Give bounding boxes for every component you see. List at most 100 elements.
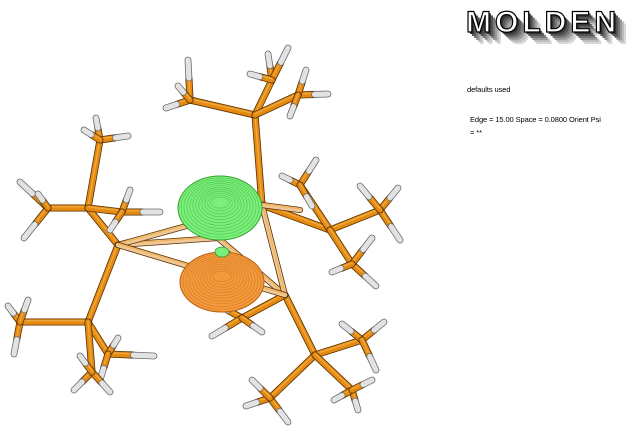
bond-highlight — [329, 228, 353, 264]
svg-text:MOLDEN: MOLDEN — [468, 8, 622, 41]
bond-highlight — [87, 320, 93, 372]
hydrogen-atom — [299, 67, 309, 84]
hydrogen-atom — [163, 101, 180, 111]
hydrogen-atom — [5, 303, 16, 316]
hydrogen-atom — [357, 183, 372, 200]
hydrogen-atom — [352, 398, 361, 413]
orbital-contour — [183, 179, 257, 235]
orbital-contour — [207, 194, 233, 212]
hydrogen-atom — [304, 193, 315, 209]
hydrogen-atom — [388, 223, 403, 243]
bond-highlight — [87, 206, 123, 212]
svg-text:MOLDEN: MOLDEN — [466, 6, 620, 39]
bond-highlight — [314, 338, 363, 355]
svg-text:MOLDEN: MOLDEN — [476, 16, 627, 49]
bond-highlight — [361, 338, 371, 356]
bond-highlight — [284, 293, 316, 355]
hydrogen-atom — [360, 235, 375, 253]
orbital-contour — [200, 263, 244, 294]
hydrogen-atom — [123, 187, 133, 203]
orbital-contour — [180, 177, 260, 238]
surface-params-text: Edge = 15.00 Space = 0.0800 Orient Psi — [470, 115, 601, 124]
hydrogen-atom — [21, 297, 31, 313]
svg-text:MOLDEN: MOLDEN — [474, 14, 627, 47]
bond — [85, 205, 121, 248]
hydrogen-atom — [81, 127, 94, 138]
orbital-contour — [206, 267, 238, 288]
bond-highlight — [261, 203, 301, 210]
bond — [115, 235, 221, 248]
orbital-contour — [204, 192, 236, 215]
hydrogen-atom — [331, 392, 345, 403]
molecule-viewport[interactable] — [0, 0, 460, 433]
hydrogen-atom — [130, 352, 157, 359]
bond-highlight — [261, 203, 286, 295]
bond — [187, 97, 258, 118]
bond — [105, 351, 137, 358]
orbital-contour — [177, 175, 263, 241]
bond — [267, 352, 318, 401]
hydrogen-atom — [71, 379, 85, 393]
orbital-contour — [201, 190, 239, 218]
bond — [239, 292, 288, 321]
bond — [312, 337, 365, 358]
bond-highlight — [189, 98, 256, 115]
hydrogen-atom — [306, 157, 319, 174]
hydrogen-atom — [112, 133, 131, 141]
orbital-contour — [191, 258, 253, 302]
bond — [327, 207, 383, 233]
bond-highlight — [87, 206, 119, 245]
orbital-contour — [212, 270, 232, 283]
hydrogen-atom — [77, 353, 89, 366]
hydrogen-atom — [185, 57, 192, 81]
bond-highlight — [87, 243, 119, 322]
orbital-contour — [198, 189, 242, 221]
hydrogen-atom — [175, 83, 186, 95]
orbital-contour — [197, 262, 247, 296]
hydrogen-atom — [11, 337, 20, 357]
svg-text:MOLDEN: MOLDEN — [472, 12, 626, 45]
hydrogen-atom — [329, 265, 344, 275]
bond-highlight — [254, 93, 299, 115]
bond-highlight — [269, 353, 316, 398]
bond — [259, 202, 303, 213]
bond — [85, 205, 125, 215]
hydrogen-atom — [99, 380, 113, 395]
hydrogen-atom — [362, 273, 379, 289]
hydrogen-atom — [107, 219, 119, 233]
hydrogen-atom — [265, 51, 273, 69]
bond-highlight — [241, 293, 286, 318]
hydrogen-atom — [247, 71, 263, 80]
hydrogen-atom — [17, 179, 36, 197]
bond-highlight — [254, 78, 273, 115]
bond-highlight — [102, 352, 109, 368]
orbital-contour — [192, 185, 248, 226]
molden-logo: MOLDEN MOLDEN MOLDEN MOLDEN MOLDEN MOLDE… — [462, 4, 627, 54]
bond — [312, 352, 355, 393]
bond — [252, 92, 301, 118]
hydrogen-atom — [249, 377, 263, 391]
hydrogen-atom — [339, 321, 354, 334]
orbital-contour — [210, 196, 230, 209]
hydrogen-atom — [110, 335, 121, 348]
orbital-contour — [195, 187, 245, 223]
bond-highlight — [314, 353, 353, 390]
bond-highlight — [329, 208, 381, 230]
molecule-scene — [4, 44, 404, 426]
hydrogen-atom — [243, 399, 260, 409]
status-text: defaults used — [467, 85, 511, 94]
hydrogen-atom — [93, 115, 101, 131]
hydrogen-atom — [35, 191, 46, 203]
svg-text:MOLDEN: MOLDEN — [478, 18, 627, 51]
hydrogen-atom — [209, 325, 229, 339]
bond-highlight — [87, 138, 101, 208]
bond-highlight — [254, 113, 263, 205]
hydrogen-atom — [277, 408, 291, 425]
hydrogen-atom — [21, 221, 38, 241]
hydrogen-atom — [287, 103, 297, 119]
orbital-contour — [209, 269, 235, 285]
hydrogen-atom — [279, 173, 293, 183]
hydrogen-atom — [371, 319, 387, 333]
orbital-neck — [214, 246, 230, 258]
hydrogen-atom — [367, 353, 379, 373]
